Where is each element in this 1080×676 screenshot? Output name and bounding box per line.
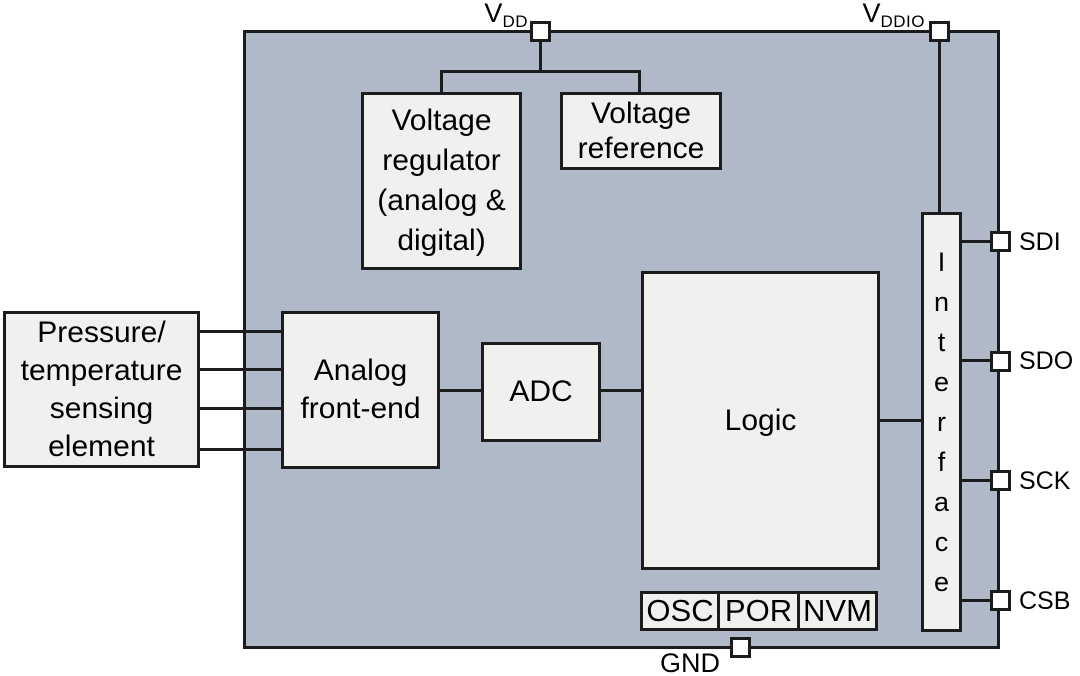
wire-logic-interface <box>878 419 924 422</box>
wire-vdd-stem <box>539 41 542 72</box>
logic-block: Logic <box>641 271 880 570</box>
block-label-line: Analog <box>313 354 408 387</box>
interface-letter: e <box>933 367 950 397</box>
wire-sensing-afe-3 <box>197 407 284 410</box>
sdo-label: SDO <box>1019 347 1074 375</box>
sdi-pin <box>990 231 1011 252</box>
interface-letter: I <box>937 247 946 277</box>
gnd-label: GND <box>660 648 720 676</box>
nvm-block: NVM <box>797 591 878 631</box>
sdi-label: SDI <box>1019 228 1061 256</box>
interface-letter: r <box>937 407 946 437</box>
block-label-line: temperature <box>20 353 183 387</box>
wire-sensing-afe-4 <box>197 448 284 451</box>
vddio-pin <box>929 21 950 42</box>
voltage-regulator-block: Voltage regulator (analog & digital) <box>361 92 522 270</box>
interface-letter: f <box>937 447 946 477</box>
block-label-line: regulator <box>382 144 501 177</box>
wire-interface-sck <box>960 479 994 482</box>
wire-afe-adc <box>438 389 484 392</box>
csb-pin <box>990 590 1011 611</box>
vddio-label-base: V <box>862 0 881 28</box>
sdo-pin <box>990 351 1011 372</box>
block-label: POR <box>724 593 793 628</box>
wire-sensing-afe-1 <box>197 330 284 333</box>
block-label: NVM <box>803 593 872 628</box>
voltage-reference-block: Voltage reference <box>560 92 722 170</box>
wire-interface-sdi <box>960 240 994 243</box>
wire-vdd-to-regulator <box>440 70 443 93</box>
por-block: POR <box>717 591 800 631</box>
block-label-line: Voltage <box>590 97 692 130</box>
interface-letter: e <box>933 567 950 597</box>
vddio-label: VDDIO <box>820 0 925 35</box>
block-label: OSC <box>646 593 714 628</box>
adc-block: ADC <box>481 342 601 442</box>
interface-block: I n t e r f a c e <box>921 212 962 632</box>
wire-sensing-afe-2 <box>197 368 284 371</box>
wire-vdd-split <box>440 70 641 73</box>
block-label: Logic <box>724 403 797 437</box>
interface-letter: a <box>933 487 950 517</box>
sck-label: SCK <box>1019 467 1071 495</box>
analog-front-end-block: Analog front-end <box>281 311 440 469</box>
block-label-line: reference <box>577 132 705 165</box>
block-label: ADC <box>509 375 573 408</box>
gnd-pin <box>730 637 751 658</box>
vddio-label-sub: DDIO <box>880 12 925 31</box>
block-label-line: Pressure/ <box>37 315 166 349</box>
block-label-line: (analog & <box>377 184 506 217</box>
csb-label: CSB <box>1019 587 1071 615</box>
vdd-label-sub: DD <box>502 12 528 31</box>
vdd-label: VDD <box>430 0 528 35</box>
block-label-line: sensing <box>49 391 154 425</box>
sensing-element-block: Pressure/ temperature sensing element <box>3 311 200 468</box>
wire-adc-logic <box>599 389 644 392</box>
vdd-label-base: V <box>484 0 503 28</box>
block-label-line: element <box>48 429 155 463</box>
wire-interface-csb <box>960 599 994 602</box>
wire-interface-sdo <box>960 359 994 362</box>
vdd-pin <box>530 21 551 42</box>
interface-letter: t <box>937 327 946 357</box>
block-label-line: digital) <box>397 224 486 257</box>
osc-block: OSC <box>640 591 720 631</box>
interface-letter: n <box>933 287 950 317</box>
interface-letter: c <box>934 527 949 557</box>
block-label-line: front-end <box>300 392 421 425</box>
sck-pin <box>990 470 1011 491</box>
wire-vdd-to-reference <box>638 70 641 93</box>
block-label-line: Voltage <box>391 104 492 137</box>
wire-vddio-to-interface <box>938 41 941 213</box>
